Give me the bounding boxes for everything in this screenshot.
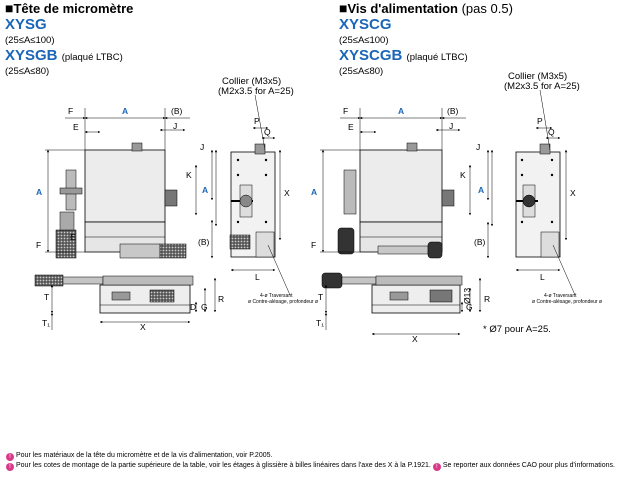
- dim-B-right-r: (B): [474, 237, 486, 247]
- right-collier-1: Collier (M3x5): [508, 71, 568, 82]
- left-header: ■Tête de micromètre: [5, 0, 134, 16]
- right-range-1: (25≤A≤100): [339, 35, 389, 46]
- right-model-2: XYSCGB (plaqué LTBC): [339, 47, 468, 64]
- dim-R-r: R: [484, 294, 490, 304]
- dim-A-left: A: [36, 187, 42, 197]
- left-collier-2: (M2x3.5 for A=25): [218, 86, 294, 97]
- info-badge-icon: !: [6, 453, 14, 461]
- dim-A-top-r: A: [398, 106, 404, 116]
- right-range-2: (25≤A≤80): [339, 66, 384, 77]
- footnote-1: !Pour les matériaux de la tête du microm…: [6, 452, 272, 461]
- dim-B-right: (B): [198, 237, 210, 247]
- dim-L: L: [255, 272, 260, 282]
- dim-X-side: X: [284, 188, 290, 198]
- left-dimensions: [45, 94, 291, 330]
- dim-Q: Q: [264, 127, 271, 137]
- right-side-view: [515, 143, 561, 258]
- right-caption-2: ø Contre-alésage, profondeur ø: [532, 299, 602, 305]
- dim-F-top-r: F: [343, 106, 348, 116]
- right-collier-2: (M2x3.5 for A=25): [504, 81, 580, 92]
- bullet-square-icon: ■: [5, 0, 14, 16]
- dim-B-top: (B): [171, 106, 183, 116]
- dim-E-top: E: [73, 122, 79, 132]
- dim-J-right: J: [200, 142, 204, 152]
- info-badge-icon: !: [6, 463, 14, 471]
- dim-A-top: A: [122, 106, 128, 116]
- dim-A-right-r: A: [478, 185, 484, 195]
- dim-F-left: F: [36, 240, 41, 250]
- dim-F-top: F: [68, 106, 73, 116]
- left-range-1: (25≤A≤100): [5, 35, 55, 46]
- dim-T1-r: T₁: [316, 318, 324, 328]
- dim-J-top: J: [173, 121, 177, 131]
- info-badge-icon: !: [432, 463, 441, 471]
- dim-X-bottom-r: X: [412, 334, 418, 344]
- dim-K-r: K: [460, 170, 466, 180]
- dim-P-r: P: [537, 116, 543, 126]
- dim-dia-13: Ø13: [462, 288, 472, 304]
- right-header: ■Vis d'alimentation (pas 0.5): [339, 0, 513, 16]
- right-front-view: [337, 142, 455, 259]
- dim-Q-r: Q: [548, 127, 555, 137]
- dim-E-top-r: E: [348, 122, 354, 132]
- left-caption-2: ø Contre-alésage, profondeur ø: [248, 299, 318, 305]
- dim-A-right: A: [202, 185, 208, 195]
- right-model-1: XYSCG: [339, 16, 392, 33]
- left-collier-1: Collier (M3x5): [222, 76, 282, 87]
- bullet-square-icon: ■: [339, 0, 348, 16]
- right-note: * Ø7 pour A=25.: [483, 324, 551, 335]
- dim-P: P: [254, 116, 260, 126]
- dim-L-r: L: [540, 272, 545, 282]
- right-dimensions: [320, 89, 576, 336]
- dim-T1: T₁: [42, 318, 50, 328]
- right-bottom-view: [321, 272, 463, 314]
- dim-G-r: G: [466, 302, 473, 312]
- dim-B-top-r: (B): [447, 106, 459, 116]
- dim-A-left-r: A: [311, 187, 317, 197]
- dim-K: K: [186, 170, 192, 180]
- dim-T-r: T: [318, 292, 323, 302]
- dim-G: G: [201, 302, 208, 312]
- dim-R: R: [218, 294, 224, 304]
- right-caption-1: 4-ø Traversant: [544, 293, 577, 299]
- dim-D: D: [190, 302, 196, 312]
- dim-X-side-r: X: [570, 188, 576, 198]
- left-model-1: XYSG: [5, 16, 47, 33]
- left-side-view: [229, 143, 276, 258]
- left-range-2: (25≤A≤80): [5, 66, 50, 77]
- left-model-2: XYSGB (plaqué LTBC): [5, 47, 123, 64]
- dim-J-right-r: J: [476, 142, 480, 152]
- footnote-2: !Pour les cotes de montage de la partie …: [6, 462, 615, 471]
- dim-E-left: E: [70, 232, 76, 242]
- dim-T: T: [44, 292, 49, 302]
- left-front-view: [55, 142, 187, 259]
- left-caption-1: 4-ø Traversant: [260, 293, 293, 299]
- left-bottom-view: [34, 274, 194, 314]
- dim-J-top-r: J: [449, 121, 453, 131]
- dim-X-bottom: X: [140, 322, 146, 332]
- dim-F-left-r: F: [311, 240, 316, 250]
